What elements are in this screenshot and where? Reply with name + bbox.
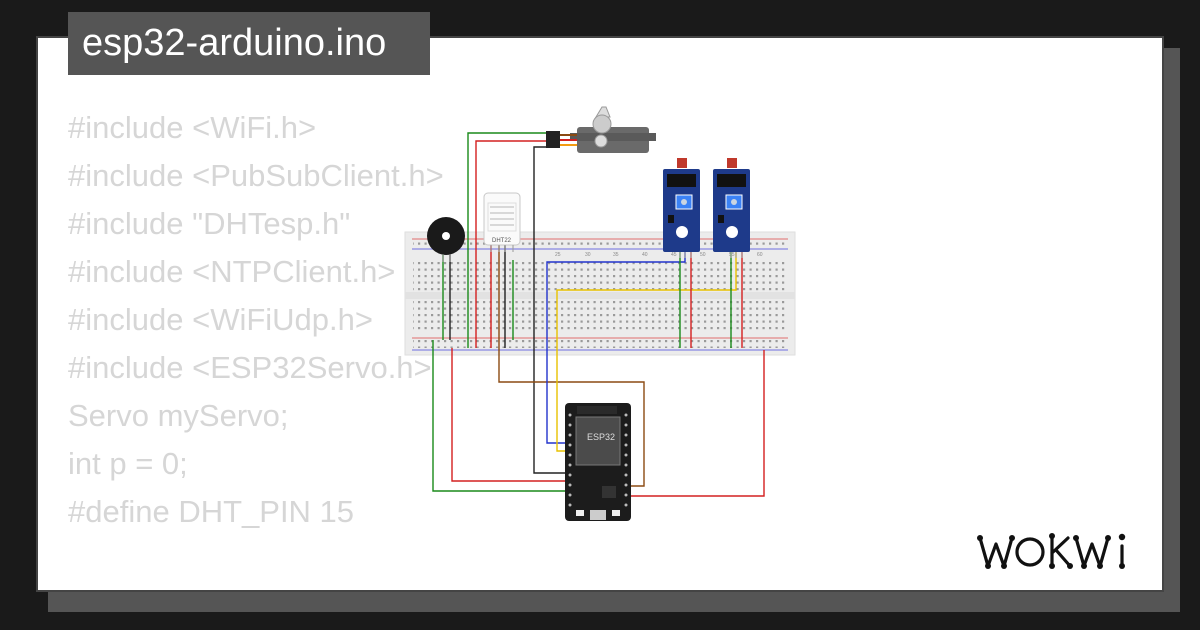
wires — [432, 132, 765, 497]
wire-yellow — [556, 252, 737, 452]
wire-red-bottom — [451, 348, 567, 482]
code-preview: #include <WiFi.h> #include <PubSubClient.… — [68, 104, 444, 536]
breadboard-col-number: 35 — [613, 252, 619, 258]
code-line: Servo myServo; — [68, 398, 289, 433]
photoresistor-module-2 — [713, 158, 750, 258]
breadboard-col-number: 25 — [555, 252, 561, 258]
code-line: #include <NTPClient.h> — [68, 254, 396, 289]
code-line: #include <ESP32Servo.h> — [68, 350, 432, 385]
breadboard-col-number: 40 — [642, 252, 648, 258]
wire-black-servo — [533, 146, 567, 474]
code-line: #include <WiFi.h> — [68, 110, 317, 145]
photoresistor-module-1 — [663, 158, 700, 258]
code-line: #define DHT_PIN 15 — [68, 494, 355, 529]
wire-green-servo — [467, 132, 547, 348]
servo-motor — [546, 106, 656, 153]
code-line: int p = 0; — [68, 446, 188, 481]
dht22-sensor: DHT22 — [483, 192, 521, 252]
wire-green-bottom — [432, 340, 567, 492]
code-line: #include "DHTesp.h" — [68, 206, 351, 241]
wire-red-right — [629, 350, 765, 497]
wire-blue — [546, 252, 686, 444]
breadboard-col-number: 60 — [757, 252, 763, 258]
breadboard-col-number: 50 — [700, 252, 706, 258]
buzzer — [427, 217, 465, 262]
code-line: #include <PubSubClient.h> — [68, 158, 444, 193]
wokwi-logo — [977, 533, 1126, 569]
file-title: esp32-arduino.ino — [68, 12, 430, 75]
esp32-label: ESP32 — [587, 432, 615, 442]
breadboard-col-number: 30 — [585, 252, 591, 258]
esp32-board: ESP32 — [565, 403, 631, 521]
wire-dht-2 — [498, 245, 645, 487]
wire-red-servo — [475, 140, 547, 348]
breadboard: 25 30 35 40 45 50 55 60 — [404, 231, 796, 356]
dht22-label: DHT22 — [492, 238, 512, 244]
code-line: #include <WiFiUdp.h> — [68, 302, 373, 337]
breadboard-col-number: 45 — [671, 252, 677, 258]
breadboard-col-number: 55 — [729, 252, 735, 258]
